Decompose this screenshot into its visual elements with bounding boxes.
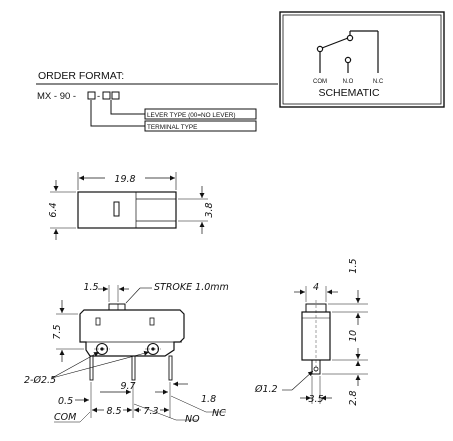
- schematic-no-label: N.O: [343, 79, 354, 85]
- side-view: 4 1.5 10 Ø1.2 3.5 2.8: [254, 258, 368, 406]
- side-terminal-dia-dim: Ø1.2: [254, 384, 278, 395]
- terminal-length-dim: 1.8: [201, 394, 216, 405]
- side-top-height-dim: 1.5: [348, 258, 359, 273]
- top-view-width-dim: 6.4: [48, 202, 59, 217]
- schematic-nc-label: N.C: [373, 79, 384, 85]
- side-top-width-dim: 4: [313, 282, 319, 293]
- stroke-dim: STROKE 1.0mm: [154, 282, 229, 293]
- top-view: 19.8 6.4 3.8: [48, 172, 215, 240]
- top-view-length-dim: 19.8: [114, 174, 135, 185]
- lever-offset-dim: 1.5: [83, 282, 98, 293]
- pitch-no-nc-dim: 7.3: [143, 406, 158, 417]
- front-view: 1.5 STROKE 1.0mm 7.5 2-Ø2.5 9.7 0.5 1.8 …: [24, 282, 229, 425]
- schematic-caption: SCHEMATIC: [318, 87, 379, 99]
- terminal-type-label: TERMINAL TYPE: [147, 124, 197, 131]
- terminal-pitch-dim: 9.7: [120, 381, 135, 392]
- order-code-prefix: MX - 90 -: [37, 91, 76, 102]
- holes-dim: 2-Ø2.5: [24, 375, 56, 386]
- schematic-com-label: COM: [313, 79, 327, 85]
- top-view-slot-dim: 3.8: [204, 202, 215, 217]
- switch-symbol: [316, 30, 379, 73]
- order-format: ORDER FORMAT: MX - 90 - - LEVER TYPE (00…: [36, 70, 278, 132]
- front-nc-label: NC: [212, 408, 226, 419]
- com-offset-dim: 0.5: [58, 396, 73, 407]
- side-body-height-dim: 10: [348, 330, 359, 342]
- lever-type-code-box-2: [111, 91, 120, 100]
- terminal-type-code-box: [87, 91, 96, 100]
- pitch-com-no-dim: 8.5: [106, 406, 121, 417]
- lever-type-code-box-1: [102, 91, 111, 100]
- side-body-width-dim: 3.5: [308, 394, 323, 405]
- front-com-label: COM: [54, 412, 76, 423]
- side-terminal-length-dim: 2.8: [348, 390, 359, 405]
- schematic-box: COM N.O N.C SCHEMATIC: [279, 11, 445, 108]
- order-format-title: ORDER FORMAT:: [38, 70, 124, 82]
- order-code-separator: -: [97, 91, 100, 102]
- lever-type-label: LEVER TYPE (00=NO LEVER): [147, 112, 236, 119]
- front-no-label: NO: [185, 414, 200, 425]
- body-height-dim: 7.5: [52, 324, 63, 339]
